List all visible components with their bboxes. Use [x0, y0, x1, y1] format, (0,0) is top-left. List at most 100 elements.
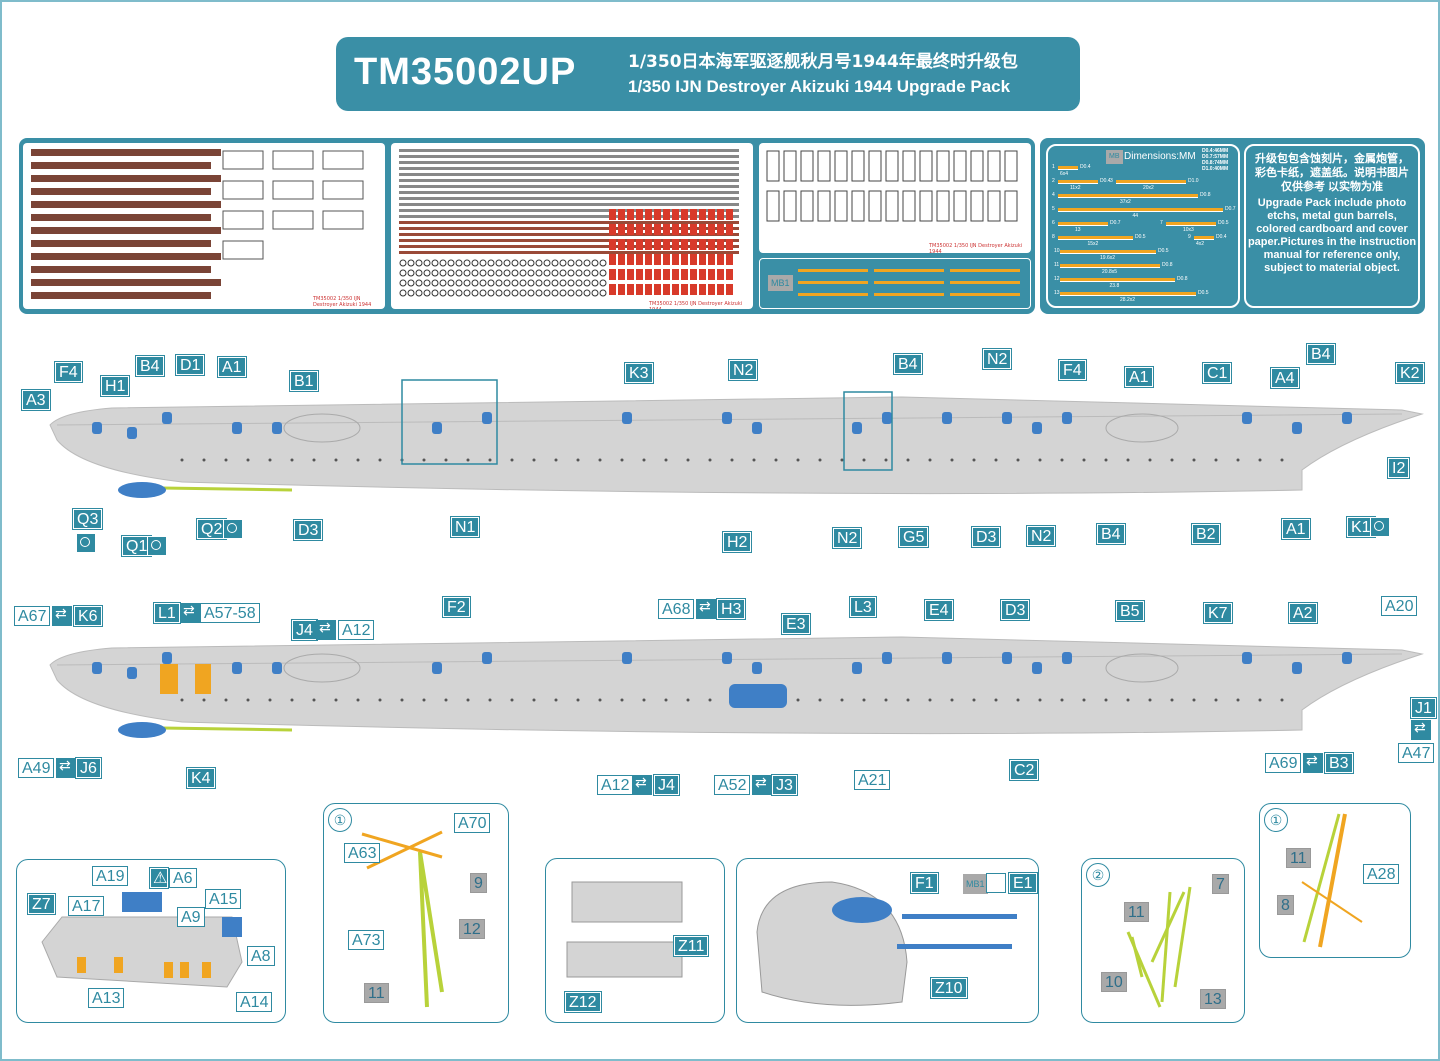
rod-diameter: D0.4	[1100, 178, 1111, 184]
part-label-a6: A6	[169, 868, 197, 888]
etch-ring	[527, 269, 535, 277]
part-label-d3: D3	[294, 520, 323, 540]
part-label-n1: N1	[451, 517, 480, 537]
etch-part	[672, 239, 679, 250]
etch-ring	[415, 269, 423, 277]
etch-ring	[543, 259, 551, 267]
porthole	[1170, 458, 1174, 462]
fitting	[272, 662, 282, 674]
part-label-d1: D1	[176, 355, 205, 375]
replace-arrow-icon	[986, 873, 1006, 893]
etch-ring	[399, 259, 407, 267]
etch-part	[851, 190, 865, 222]
etch-part	[645, 239, 652, 250]
rod-number: 5	[1052, 206, 1055, 212]
rod-number: 13	[1054, 290, 1060, 296]
porthole	[334, 698, 338, 702]
part-label-7: 7	[1212, 874, 1229, 894]
porthole	[862, 458, 866, 462]
etch-part	[645, 224, 652, 235]
rod-length: 20x2	[1143, 185, 1154, 191]
etch-rail	[31, 214, 211, 221]
rod-length: 44	[1132, 213, 1139, 219]
part-label-b3: B3	[1325, 753, 1353, 773]
etch-ring	[431, 269, 439, 277]
etch-ring	[495, 289, 503, 297]
replace-arrow-icon	[752, 775, 772, 795]
part-label-b4: B4	[136, 356, 164, 376]
porthole	[444, 698, 448, 702]
fitting	[722, 412, 732, 424]
porthole	[774, 458, 778, 462]
fitting	[622, 652, 632, 664]
etch-part	[690, 239, 697, 250]
rod-diameter: D0.7	[1110, 220, 1121, 226]
title-cn: 1/350日本海军驱逐舰秋月号1944年最终时升级包	[628, 52, 1018, 72]
etch-part	[654, 224, 661, 235]
rod-number: 12	[1054, 276, 1060, 282]
porthole	[1038, 458, 1042, 462]
etch-part	[868, 190, 882, 222]
etch-part	[609, 224, 616, 235]
circle-mark-icon	[76, 533, 96, 553]
etch-part	[717, 224, 724, 235]
etch-ring	[551, 259, 559, 267]
etch-part	[708, 284, 715, 295]
etch-ring	[447, 279, 455, 287]
replace-arrow-icon	[1411, 720, 1431, 740]
etch-ring	[471, 279, 479, 287]
masking-strip	[798, 269, 868, 272]
etch-part	[717, 284, 724, 295]
etch-part	[817, 150, 831, 182]
etch-part	[868, 150, 882, 182]
etch-part	[708, 239, 715, 250]
gun-barrel	[897, 944, 1012, 949]
porthole	[1280, 458, 1284, 462]
part-label-a68: A68	[658, 599, 695, 619]
mast-rod	[1130, 936, 1144, 978]
porthole	[884, 698, 888, 702]
etch-part	[222, 240, 264, 260]
part-label-f2: F2	[443, 597, 470, 617]
etch-ring	[559, 289, 567, 297]
porthole	[1258, 458, 1262, 462]
etch-part	[1004, 150, 1018, 182]
etch-part	[834, 150, 848, 182]
etch-rail	[31, 175, 221, 182]
part-label-11: 11	[1286, 848, 1311, 868]
etch-part	[663, 224, 670, 235]
etch-part	[699, 239, 706, 250]
part-label-f1: F1	[911, 873, 938, 893]
etch-ring	[415, 279, 423, 287]
etch-ring	[511, 259, 519, 267]
part-label-a12: A12	[597, 775, 634, 795]
etch-ring	[423, 259, 431, 267]
fitting	[92, 662, 102, 674]
porthole	[1258, 698, 1262, 702]
etch-part	[681, 224, 688, 235]
rod-diameter: D0.5	[1158, 248, 1169, 254]
fitting	[127, 667, 137, 679]
etch-part	[618, 209, 625, 220]
turret-ring	[1105, 413, 1179, 443]
rod-number: 2	[1052, 178, 1055, 184]
part-label-j4: J4	[654, 775, 679, 795]
pe-sheet-3: TM35002 1/350 IJN Destroyer Akizuki 1944	[759, 143, 1031, 253]
etch-part	[699, 254, 706, 265]
step-number: ②	[1086, 863, 1110, 887]
fitting	[942, 652, 952, 664]
etch-rail	[31, 279, 221, 286]
part-label-l1: L1	[154, 603, 180, 623]
etch-ring	[599, 259, 607, 267]
etch-ring	[455, 259, 463, 267]
rod-bar	[1060, 292, 1196, 296]
etch-part	[800, 190, 814, 222]
etch-part	[970, 190, 984, 222]
part-label-b5: B5	[1116, 601, 1144, 621]
porthole	[356, 698, 360, 702]
porthole	[576, 698, 580, 702]
part-label-b4: B4	[1097, 524, 1125, 544]
part-label-q2: Q2	[197, 519, 227, 539]
porthole	[466, 458, 470, 462]
